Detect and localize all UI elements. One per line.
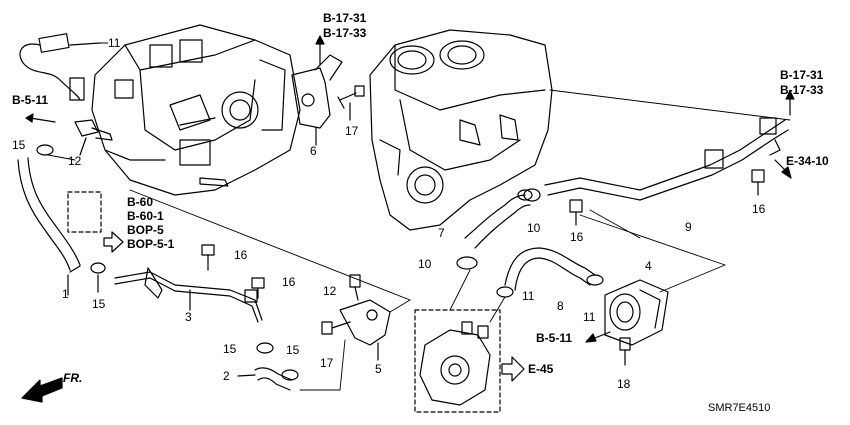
ref-bop5[interactable]: BOP-5 [127,223,164,237]
part-label-14: 12 [68,154,82,168]
part-label-10: 10 [527,221,541,235]
ref-b5-11-bottom[interactable]: B-5-11 [536,331,573,345]
part-label-15: 15 [223,342,237,356]
ref-e34-10[interactable]: E-34-10 [786,154,829,168]
part-label-13: 11 [108,36,121,50]
clamps-10 [456,189,533,270]
part-label-18: 18 [617,377,631,391]
bop-group-box [67,191,102,233]
engine-block-center [369,29,553,231]
bolts-16-left [201,244,265,299]
clamps [36,144,299,381]
diagram-code: SMR7E4510 [708,402,771,414]
bop-pointer-arrow [103,231,124,253]
thermostat-housing [604,279,669,366]
part-label-1: 1 [62,287,69,301]
ref-e45[interactable]: E-45 [528,362,554,376]
front-direction-label: FR. [63,371,83,385]
part-label-15: 15 [12,138,26,152]
part-label-8: 8 [557,299,564,313]
part-label-2: 2 [223,369,230,383]
part-label-9: 9 [685,220,692,234]
water-outlet [291,54,343,146]
harness-connector [19,33,101,101]
clamps-11 [496,274,604,298]
part-label-3: 3 [185,310,192,324]
hose-2 [237,367,293,391]
temperature-sensor [74,119,113,156]
bolt-12 [349,274,361,301]
ref-bop5-1[interactable]: BOP-5-1 [127,237,175,251]
bolts-16-right [569,169,765,226]
leader-lines [47,42,791,391]
part-label-5: 5 [375,362,382,376]
ref-b5-11-top[interactable]: B-5-11 [12,93,49,107]
bolt-17-lower [321,321,351,335]
ref-b17-31-right[interactable]: B-17-31 [780,68,824,82]
part-label-17: 17 [345,124,359,138]
joint-5 [339,299,391,361]
part-label-16: 16 [234,248,248,262]
ref-b17-33-right[interactable]: B-17-33 [780,83,824,97]
part-label-16: 16 [282,275,296,289]
part-label-10: 10 [418,257,432,271]
ref-b17-31-mid[interactable]: B-17-31 [323,11,367,25]
water-pump [419,321,491,406]
reference-arrows [25,35,795,343]
part-label-15: 15 [92,297,106,311]
pipe-3 [114,267,263,323]
part-label-12: 12 [323,284,337,298]
part-label-6: 6 [310,144,317,158]
e45-group-box [414,309,501,413]
ref-b60-1[interactable]: B-60-1 [127,209,164,223]
part-label-16: 16 [570,230,584,244]
ref-b17-33-mid[interactable]: B-17-33 [323,26,367,40]
part-label-7: 7 [438,226,445,240]
part-label-11: 11 [522,289,535,303]
cylinder-head-left [91,24,301,196]
ref-b60[interactable]: B-60 [127,195,154,209]
part-label-11: 11 [583,310,596,324]
part-label-4: 4 [645,259,652,273]
hose-7 [464,188,541,249]
front-direction-arrow [21,377,63,403]
hose-8 [504,247,596,291]
hose-1 [17,157,81,296]
e45-pointer-arrow [501,356,525,382]
part-label-16: 16 [752,202,766,216]
part-label-17: 17 [320,356,334,370]
bolt-17-top [337,85,365,121]
pipe-9 [544,117,789,201]
part-label-15: 15 [286,343,300,357]
